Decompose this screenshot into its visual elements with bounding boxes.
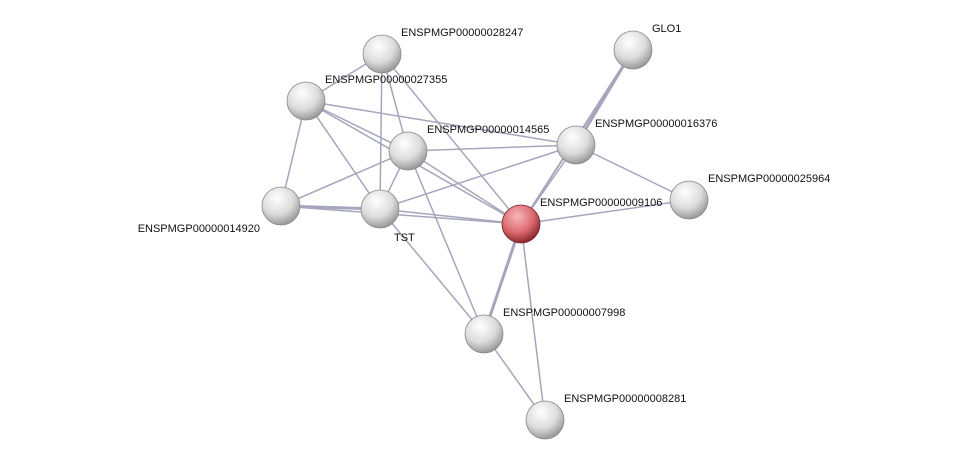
node-glo1[interactable] [613,30,653,70]
node-n28247[interactable] [362,34,402,74]
edge-n9106-n25964[interactable] [520,199,690,225]
edge-n14565-n16376[interactable] [407,144,577,152]
node-label-tst: TST [394,232,415,244]
edge-n28247-n9106[interactable] [381,53,522,225]
edge-n14565-n7998[interactable] [407,150,485,335]
node-nx20[interactable] [261,186,301,226]
node-n27355[interactable] [286,81,326,121]
node-label-n14565: ENSPMGP00000014565 [427,124,549,136]
edge-n9106-n8281[interactable] [520,223,546,421]
edge-n16376-n25964[interactable] [575,144,690,201]
edge-n9106-nx20[interactable] [280,205,522,225]
label-layer: ENSPMGP00000028247 GLO1ENSPMGP00000027355… [138,23,831,405]
edge-n28247-tst[interactable] [379,53,383,210]
edge-n16376-tst[interactable] [379,144,577,210]
node-label-n16376: ENSPMGP00000016376 [595,118,717,130]
node-n25964[interactable] [669,180,709,220]
node-n14565[interactable] [388,131,428,171]
node-label-n8281: ENSPMGP00000008281 [564,393,686,405]
node-n9106[interactable] [501,204,541,244]
edge-n27355-tst[interactable] [305,100,381,210]
node-label-n7998: ENSPMGP00000007998 [503,307,625,319]
node-label-glo1: GLO1 [652,23,681,35]
node-tst[interactable] [360,189,400,229]
node-label-n9106: ENSPMGP00000009106 [540,197,662,209]
edge-n27355-n16376[interactable] [305,100,577,146]
node-n16376[interactable] [556,125,596,165]
edge-tst-n7998[interactable] [379,208,485,335]
node-label-nx20: ENSPMGP00000014920 [138,223,260,235]
node-n7998[interactable] [464,314,504,354]
edge-n14565-nx20[interactable] [280,150,409,207]
node-label-n27355: ENSPMGP00000027355 [325,74,447,86]
node-label-n28247: ENSPMGP00000028247 [401,27,523,39]
edge-layer [280,49,690,421]
node-layer [261,30,709,440]
edge-n14565-n9106[interactable] [407,150,522,225]
node-n8281[interactable] [525,400,565,440]
node-label-n25964: ENSPMGP00000025964 [708,173,830,185]
